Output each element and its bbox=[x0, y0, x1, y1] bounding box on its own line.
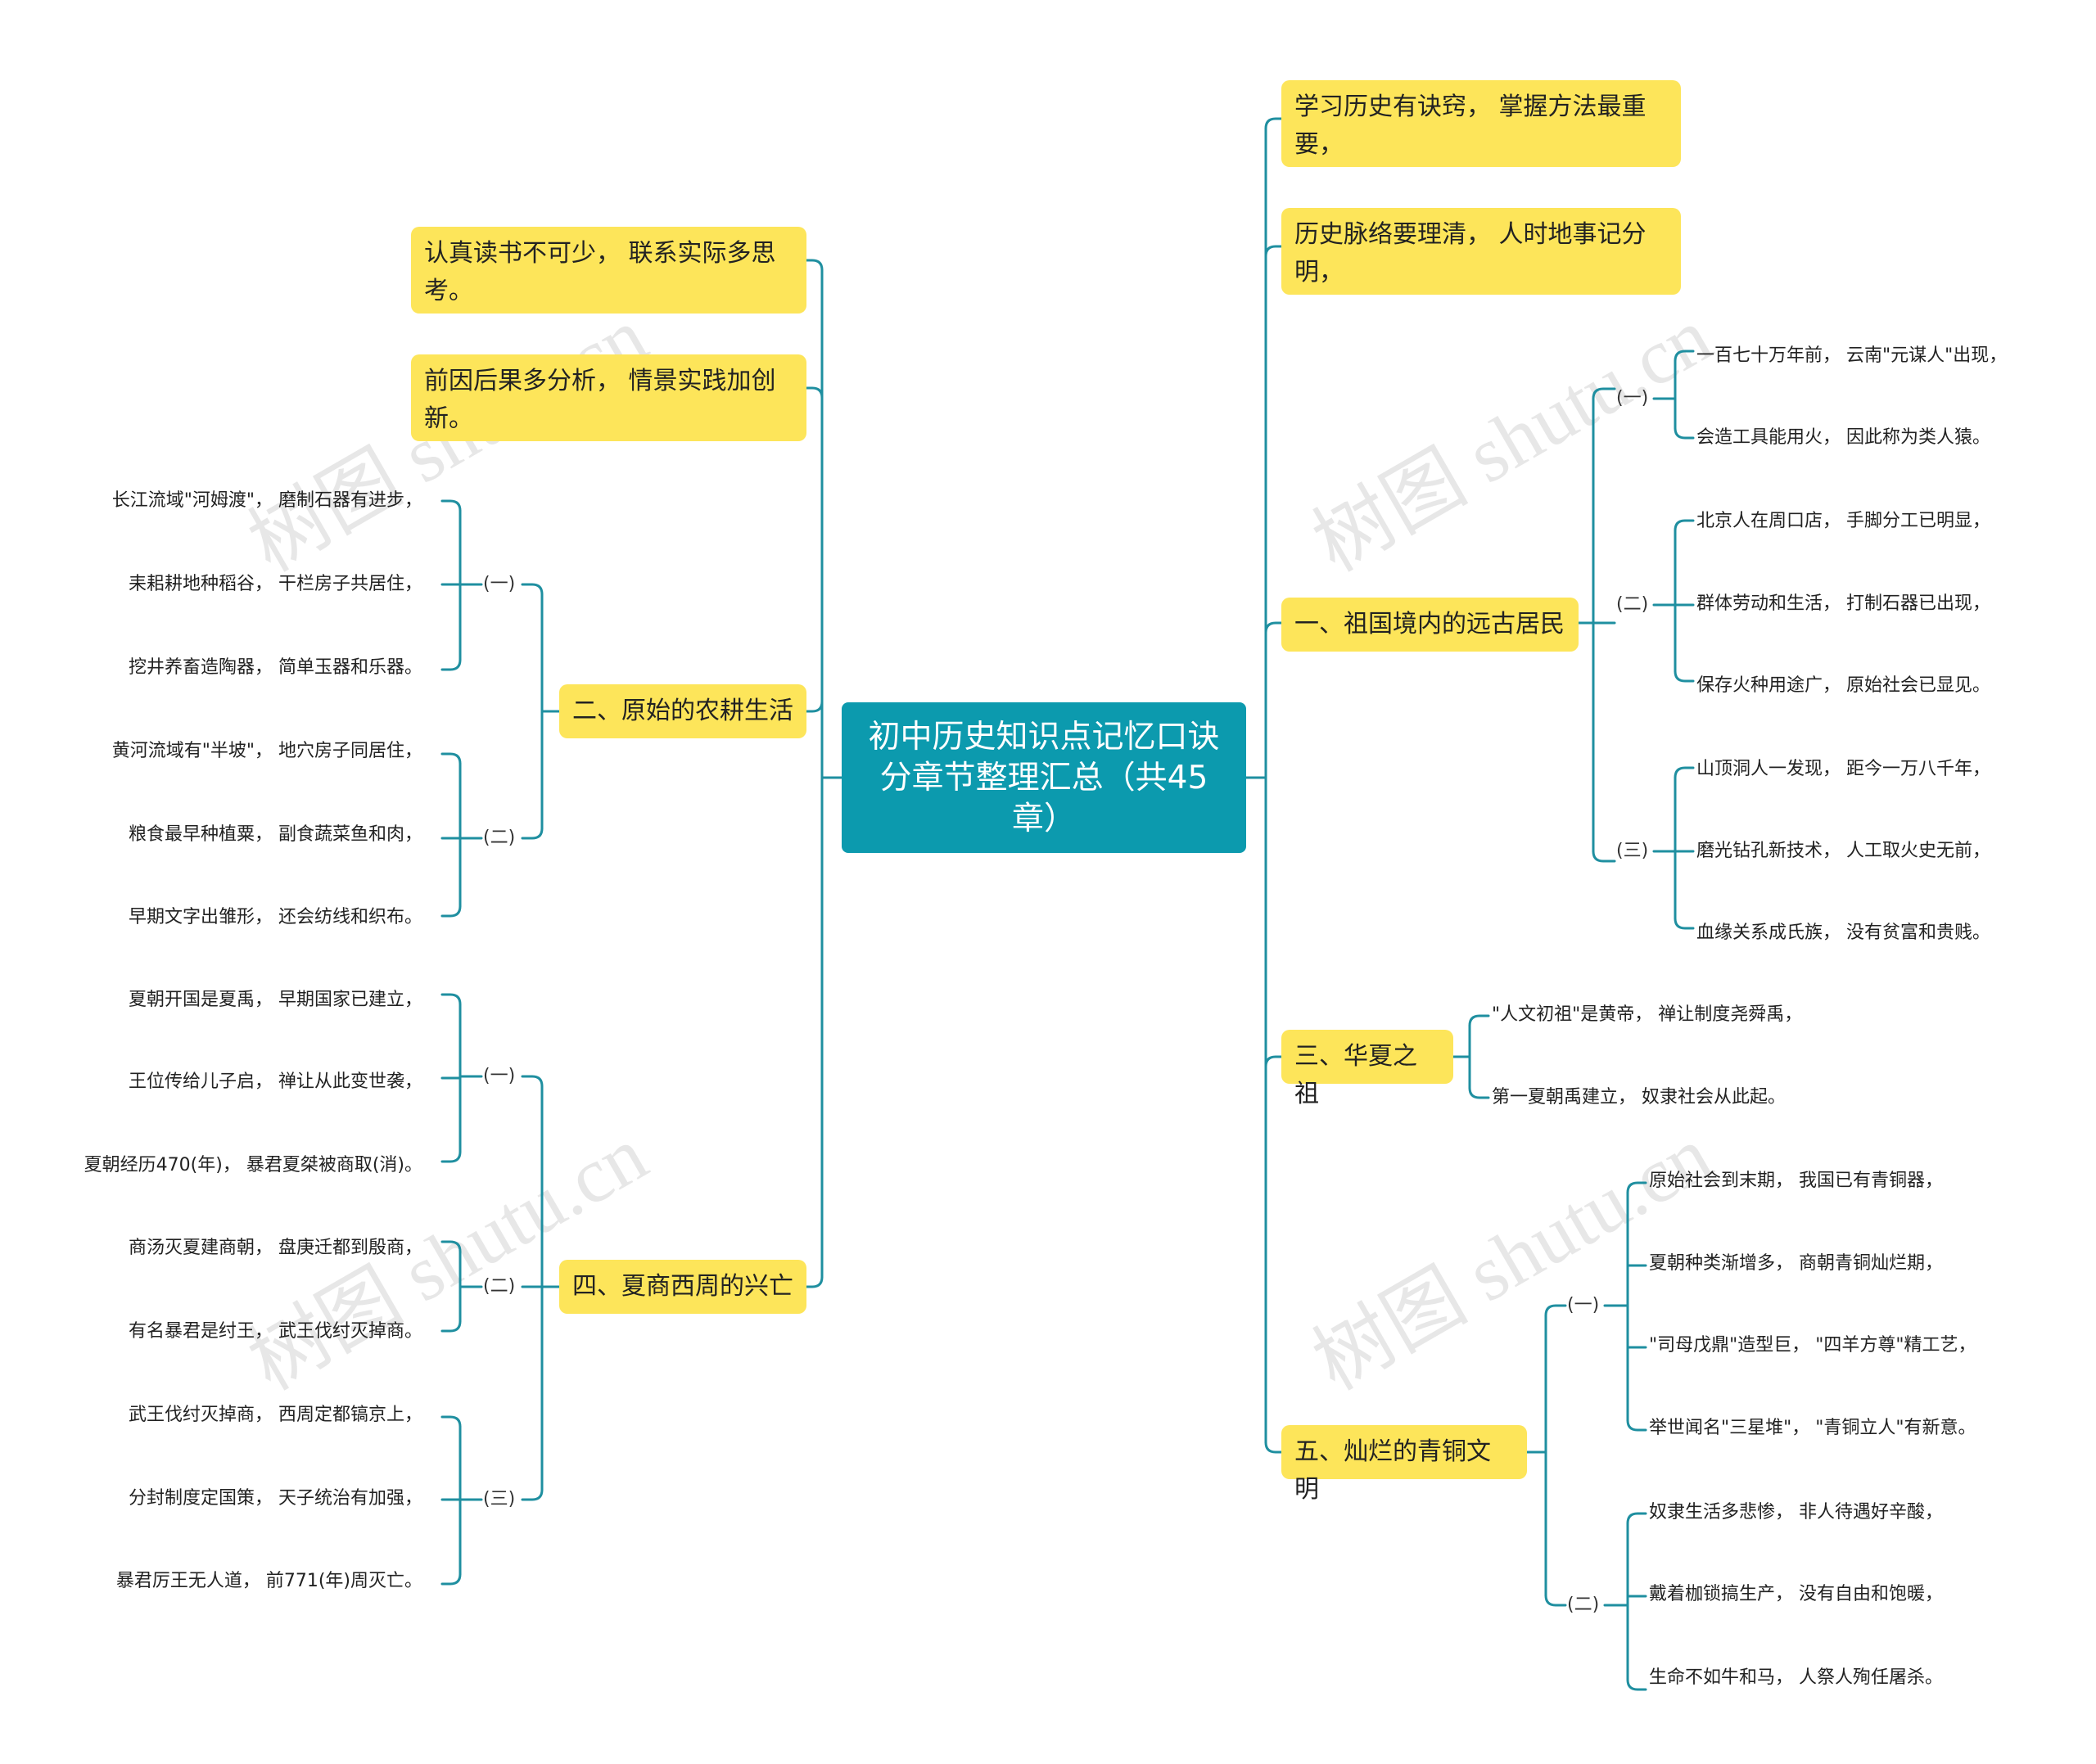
chapter-node[interactable]: 三、华夏之祖 bbox=[1281, 1030, 1453, 1108]
sub-label[interactable]: (二) bbox=[483, 1276, 516, 1297]
chapter-node[interactable]: 二、原始的农耕生活 bbox=[559, 684, 806, 738]
leaf-line: 挖井养畜造陶器， 简单玉器和乐器。 bbox=[129, 657, 422, 678]
leaf-line: 王位传给儿子启， 禅让从此变世袭， bbox=[129, 1071, 422, 1092]
leaf-line: 黄河流域有"半坡"， 地穴房子同居住， bbox=[111, 741, 422, 761]
leaf-line: 第一夏朝禹建立， 奴隶社会从此起。 bbox=[1492, 1087, 1786, 1108]
sub-label[interactable]: (一) bbox=[483, 1066, 516, 1086]
leaf-line: 群体劳动和生活， 打制石器已出现， bbox=[1696, 593, 1990, 614]
leaf-line: 会造工具能用火， 因此称为类人猿。 bbox=[1696, 427, 1990, 448]
intro-text: 学习历史有诀窍， 掌握方法最重要， bbox=[1294, 92, 1647, 159]
leaf-line: 耒耜耕地种稻谷， 干栏房子共居住， bbox=[129, 574, 422, 594]
leaf-line: 血缘关系成氏族， 没有贫富和贵贱。 bbox=[1696, 923, 1990, 943]
leaf-line: 一百七十万年前， 云南"元谋人"出现， bbox=[1696, 345, 2008, 366]
leaf-line: 磨光钻孔新技术， 人工取火史无前， bbox=[1696, 841, 1990, 861]
leaf-line: 奴隶生活多悲惨， 非人待遇好辛酸， bbox=[1649, 1502, 1943, 1523]
chapter-title: 二、原始的农耕生活 bbox=[572, 697, 793, 725]
leaf-line: 长江流域"河姆渡"， 磨制石器有进步， bbox=[111, 490, 422, 511]
sub-label[interactable]: (二) bbox=[1616, 594, 1649, 615]
leaf-line: 生命不如牛和马， 人祭人殉任屠杀。 bbox=[1649, 1667, 1943, 1688]
leaf-line: 早期文字出雏形， 还会纺线和织布。 bbox=[129, 907, 422, 927]
chapter-node[interactable]: 四、夏商西周的兴亡 bbox=[559, 1260, 806, 1314]
sub-label[interactable]: (二) bbox=[483, 828, 516, 848]
chapter-title: 四、夏商西周的兴亡 bbox=[572, 1272, 793, 1301]
root-topic[interactable]: 初中历史知识点记忆口诀分章节整理汇总（共45章） bbox=[842, 702, 1246, 853]
leaf-line: 商汤灭夏建商朝， 盘庚迁都到殷商， bbox=[129, 1238, 422, 1258]
leaf-line: 夏朝经历470(年)， 暴君夏桀被商取(消)。 bbox=[84, 1155, 422, 1175]
sub-label[interactable]: (二) bbox=[1567, 1595, 1600, 1615]
intro-text: 前因后果多分析， 情景实践加创新。 bbox=[424, 367, 776, 433]
chapter-title: 一、祖国境内的远古居民 bbox=[1294, 610, 1565, 638]
intro-box[interactable]: 认真读书不可少， 联系实际多思考。 bbox=[411, 227, 806, 314]
intro-box[interactable]: 学习历史有诀窍， 掌握方法最重要， bbox=[1281, 80, 1681, 167]
leaf-line: 北京人在周口店， 手脚分工已明显， bbox=[1696, 511, 1990, 531]
leaf-line: 夏朝种类渐增多， 商朝青铜灿烂期， bbox=[1649, 1253, 1943, 1274]
intro-text: 认真读书不可少， 联系实际多思考。 bbox=[424, 239, 776, 305]
intro-box[interactable]: 历史脉络要理清， 人时地事记分明， bbox=[1281, 208, 1681, 295]
chapter-node[interactable]: 五、灿烂的青铜文明 bbox=[1281, 1425, 1527, 1504]
sub-label[interactable]: (一) bbox=[1616, 388, 1649, 408]
leaf-line: "司母戊鼎"造型巨， "四羊方尊"精工艺， bbox=[1649, 1335, 1976, 1356]
intro-box[interactable]: 前因后果多分析， 情景实践加创新。 bbox=[411, 354, 806, 441]
leaf-line: 武王伐纣灭掉商， 西周定都镐京上， bbox=[129, 1405, 422, 1425]
leaf-line: 分封制度定国策， 天子统治有加强， bbox=[129, 1488, 422, 1509]
leaf-line: 山顶洞人一发现， 距今一万八千年， bbox=[1696, 759, 1990, 779]
sub-label[interactable]: (三) bbox=[483, 1489, 516, 1509]
leaf-line: 粮食最早种植粟， 副食蔬菜鱼和肉， bbox=[129, 824, 422, 845]
chapter-title: 三、华夏之祖 bbox=[1294, 1042, 1417, 1108]
intro-text: 历史脉络要理清， 人时地事记分明， bbox=[1294, 220, 1647, 286]
chapter-title: 五、灿烂的青铜文明 bbox=[1294, 1437, 1491, 1504]
sub-label[interactable]: (一) bbox=[483, 574, 516, 594]
leaf-line: 夏朝开国是夏禹， 早期国家已建立， bbox=[129, 990, 422, 1010]
leaf-line: 原始社会到末期， 我国已有青铜器， bbox=[1649, 1171, 1943, 1191]
chapter-node[interactable]: 一、祖国境内的远古居民 bbox=[1281, 598, 1579, 652]
leaf-line: "人文初祖"是黄帝， 禅让制度尧舜禹， bbox=[1492, 1004, 1803, 1025]
root-title: 初中历史知识点记忆口诀分章节整理汇总（共45章） bbox=[868, 719, 1220, 837]
leaf-line: 举世闻名"三星堆"， "青铜立人"有新意。 bbox=[1649, 1418, 1976, 1438]
sub-label[interactable]: (一) bbox=[1567, 1295, 1600, 1315]
leaf-line: 保存火种用途广， 原始社会已显见。 bbox=[1696, 675, 1990, 696]
sub-label[interactable]: (三) bbox=[1616, 841, 1649, 861]
leaf-line: 戴着枷锁搞生产， 没有自由和饱暖， bbox=[1649, 1584, 1943, 1604]
leaf-line: 有名暴君是纣王， 武王伐纣灭掉商。 bbox=[129, 1321, 422, 1342]
leaf-line: 暴君厉王无人道， 前771(年)周灭亡。 bbox=[115, 1571, 422, 1591]
